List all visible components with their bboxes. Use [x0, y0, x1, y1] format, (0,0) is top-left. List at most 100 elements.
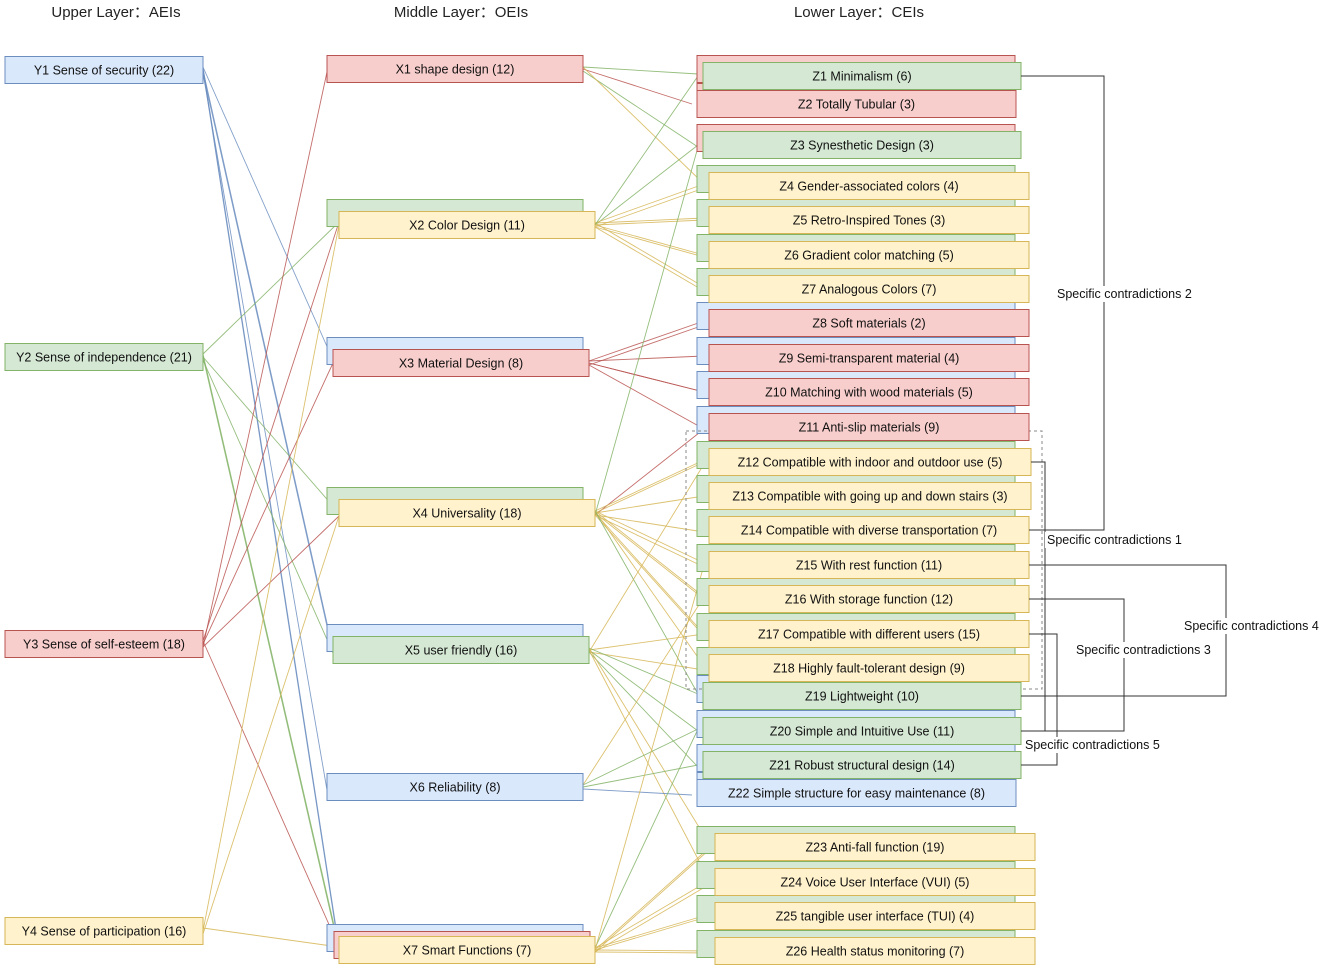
node-z4-box — [708, 172, 1030, 200]
link-x2-z4 — [594, 187, 705, 228]
node-x4-label: X4 Universality (18) — [412, 507, 521, 521]
link-x6-z16 — [582, 596, 705, 786]
node-x7-box — [338, 936, 596, 964]
link-x4-z3 — [594, 146, 699, 516]
node-z17-box — [708, 620, 1030, 648]
node-z16: Z16 With storage function (12) — [708, 585, 1030, 613]
link-x7-z20 — [594, 728, 699, 949]
node-z11-box — [708, 413, 1030, 441]
node-z7-box — [708, 275, 1030, 303]
link-x2-z5 — [594, 219, 705, 226]
link-x7-z23 — [594, 846, 711, 951]
link-x5-z21 — [588, 651, 699, 768]
node-y3-label: Y3 Sense of self-esteem (18) — [23, 638, 185, 652]
link-x7-z25 — [594, 913, 711, 949]
node-z14: Z14 Compatible with diverse transportati… — [708, 516, 1030, 544]
link-y1-x7 — [202, 66, 340, 948]
link-x6-z21 — [582, 764, 699, 788]
node-z13-label: Z13 Compatible with going up and down st… — [732, 490, 1007, 504]
node-x6-box — [326, 773, 584, 801]
contradiction-bracket-3-label-bg — [1182, 618, 1324, 634]
node-z23: Z23 Anti-fall function (19) — [714, 833, 1036, 861]
node-z3-label: Z3 Synesthetic Design (3) — [790, 139, 934, 153]
node-z8: Z8 Soft materials (2) — [708, 309, 1030, 337]
node-z9-box — [708, 344, 1030, 372]
contradiction-bracket-1-label-bg — [1055, 286, 1197, 302]
link-x4-z12 — [594, 459, 705, 512]
link-y3-x7 — [202, 640, 340, 948]
node-z11: Z11 Anti-slip materials (9) — [708, 413, 1030, 441]
link-x6-z20 — [582, 728, 699, 786]
node-z26: Z26 Health status monitoring (7) — [714, 937, 1036, 965]
link-x2-z4 — [594, 183, 705, 224]
node-z21-label: Z21 Robust structural design (14) — [769, 759, 955, 773]
node-z12: Z12 Compatible with indoor and outdoor u… — [708, 448, 1032, 476]
links-layer — [202, 66, 711, 954]
contradiction-bracket-2-label: Specific contradictions 1 — [1047, 533, 1182, 547]
contradiction-bracket-1: Specific contradictions 2 — [1021, 75, 1197, 531]
link-x3-z8 — [588, 320, 705, 362]
node-z1-box — [702, 62, 1022, 90]
link-y1-x5 — [202, 69, 334, 651]
node-z17: Z17 Compatible with different users (15) — [708, 620, 1030, 648]
node-x3-label: X3 Material Design (8) — [399, 357, 523, 371]
link-y4-x7 — [202, 927, 340, 948]
node-x2-box — [338, 211, 596, 239]
link-x4-z11 — [594, 428, 705, 516]
link-x6-z22 — [582, 788, 693, 796]
node-z6-label: Z6 Gradient color matching (5) — [784, 249, 954, 263]
node-y3-box — [4, 630, 204, 658]
node-y4-box — [4, 917, 204, 945]
node-x2-label: X2 Color Design (11) — [409, 219, 525, 233]
link-x1-z4 — [582, 66, 705, 185]
link-x3-z10 — [588, 362, 705, 393]
node-z9: Z9 Semi-transparent material (4) — [708, 344, 1030, 372]
node-z17-label: Z17 Compatible with different users (15) — [758, 628, 980, 642]
node-z20-box — [702, 717, 1022, 745]
contradiction-bracket-3-label: Specific contradictions 4 — [1184, 619, 1319, 633]
link-x7-z26 — [594, 949, 711, 952]
node-z1: Z1 Minimalism (6) — [702, 62, 1022, 90]
contradiction-bracket-5-line — [1021, 633, 1058, 766]
link-x4-z17 — [594, 514, 705, 637]
node-z9-label: Z9 Semi-transparent material (4) — [779, 352, 960, 366]
link-x4-z19 — [594, 510, 699, 695]
link-x4-z18 — [594, 510, 705, 667]
node-z10: Z10 Matching with wood materials (5) — [708, 378, 1030, 406]
contradiction-bracket-5: Specific contradictions 5 — [1021, 633, 1165, 766]
node-z19: Z19 Lightweight (10) — [702, 682, 1022, 710]
node-z21: Z21 Robust structural design (14) — [702, 751, 1022, 779]
link-x5-z17 — [588, 633, 705, 651]
contradiction-bracket-4-label: Specific contradictions 3 — [1076, 643, 1211, 657]
link-y1-x6 — [202, 72, 328, 791]
link-y1-x7 — [202, 69, 340, 951]
node-z4: Z4 Gender-associated colors (4) — [708, 172, 1030, 200]
link-x2-z3 — [594, 144, 699, 226]
node-z16-label: Z16 With storage function (12) — [785, 593, 953, 607]
node-z2-label: Z2 Totally Tubular (3) — [798, 98, 915, 112]
node-x4: X4 Universality (18) — [338, 499, 596, 527]
node-z19-label: Z19 Lightweight (10) — [805, 690, 919, 704]
contradiction-bracket-4-line — [1021, 598, 1125, 732]
node-z22: Z22 Simple structure for easy maintenanc… — [696, 779, 1017, 807]
node-x5-label: X5 user friendly (16) — [405, 644, 518, 658]
link-x5-z23 — [588, 647, 711, 846]
node-z8-label: Z8 Soft materials (2) — [812, 317, 925, 331]
link-y2-x7 — [202, 353, 340, 948]
link-x4-z13 — [594, 495, 705, 514]
contradiction-bracket-5-label: Specific contradictions 5 — [1025, 738, 1160, 752]
node-z10-box — [708, 378, 1030, 406]
link-x7-z25 — [594, 915, 711, 951]
link-x2-z7 — [594, 226, 705, 292]
node-z23-label: Z23 Anti-fall function (19) — [806, 841, 945, 855]
node-z2: Z2 Totally Tubular (3) — [696, 90, 1017, 118]
node-x3-box — [332, 349, 590, 377]
node-z3-box — [702, 131, 1022, 159]
node-z4-label: Z4 Gender-associated colors (4) — [779, 180, 958, 194]
link-x2-z1 — [594, 75, 699, 226]
contradiction-bracket-5-label-bg — [1023, 737, 1165, 753]
node-x3: X3 Material Design (8) — [332, 349, 590, 377]
link-x7-z24 — [594, 879, 711, 949]
node-z5-box — [708, 206, 1030, 234]
node-z26-label: Z26 Health status monitoring (7) — [786, 945, 965, 959]
